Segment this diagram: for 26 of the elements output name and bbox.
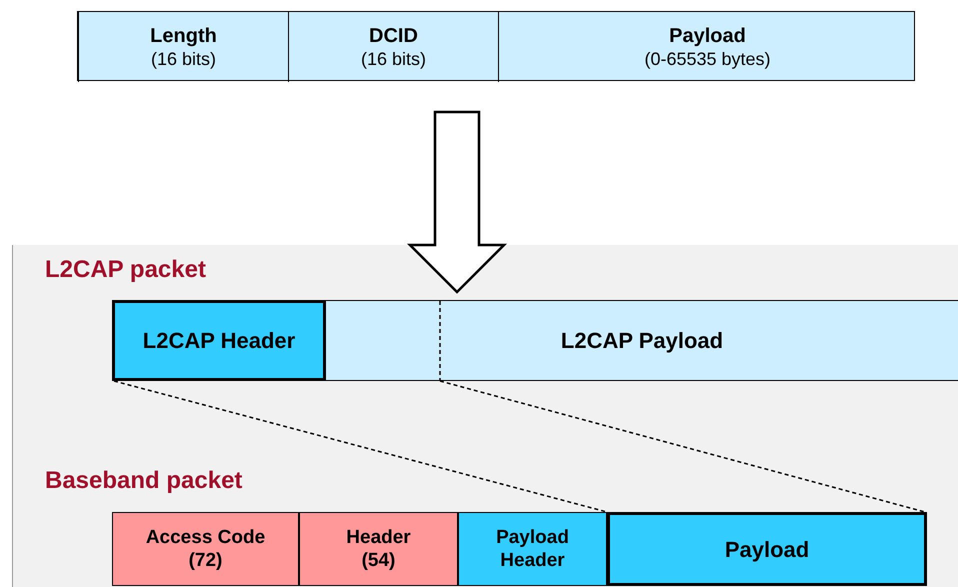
field-label: (54) bbox=[362, 549, 396, 572]
field-label: Access Code bbox=[146, 526, 266, 549]
mapping-line bbox=[440, 380, 926, 513]
field-label: Header bbox=[346, 526, 411, 549]
field-size: (16 bits) bbox=[360, 48, 426, 70]
field-label: L2CAP Payload bbox=[560, 329, 724, 352]
payload-field bbox=[326, 300, 958, 381]
field-name: DCID bbox=[369, 24, 418, 48]
mapping-line bbox=[114, 380, 608, 513]
field-name: Payload bbox=[669, 24, 746, 48]
payload-field bbox=[607, 512, 927, 586]
field-label: (72) bbox=[188, 549, 222, 572]
field-name: Length bbox=[150, 24, 217, 48]
field-size: (16 bits) bbox=[150, 48, 216, 70]
packet-title: L2CAP packet bbox=[45, 255, 206, 285]
packet-field bbox=[112, 512, 299, 586]
field-size: (0-65535 bytes) bbox=[644, 48, 771, 70]
field-label: Payload bbox=[724, 538, 810, 560]
block-arrow bbox=[406, 110, 508, 294]
packet-field bbox=[458, 512, 607, 586]
packet-format-bar bbox=[77, 11, 915, 81]
packet-field bbox=[299, 512, 458, 586]
header-field bbox=[112, 300, 326, 381]
field-label: L2CAP Header bbox=[142, 329, 296, 352]
field-label: Payload Header bbox=[495, 526, 570, 572]
packet-title: Baseband packet bbox=[45, 466, 242, 496]
